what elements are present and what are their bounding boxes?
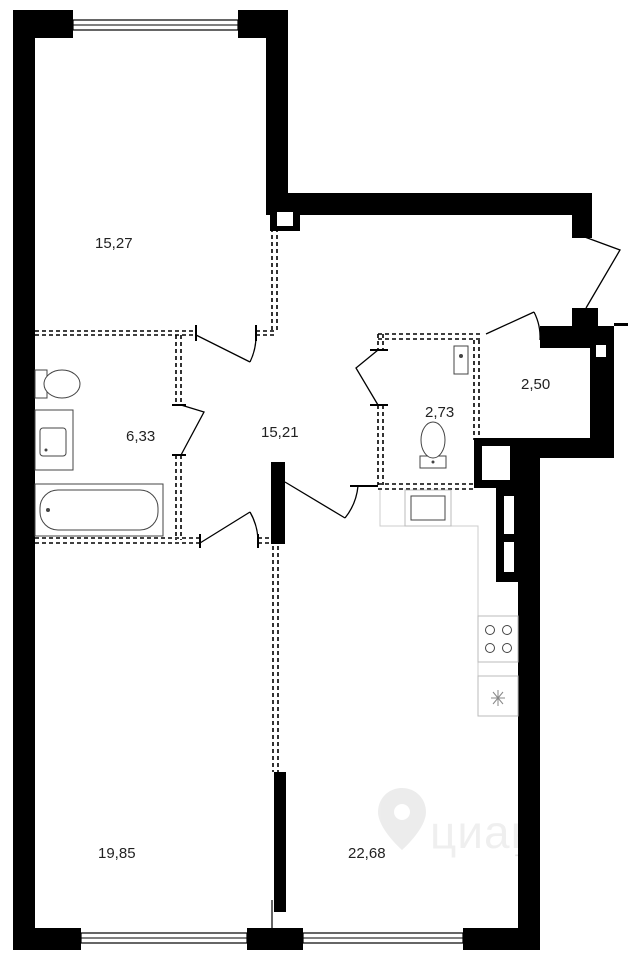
- wall-upper-right: [266, 193, 591, 215]
- door-entrance: [578, 235, 621, 309]
- wall-partition-lower: [274, 772, 286, 912]
- door-storage: [485, 311, 541, 341]
- wall-partition-upper: [271, 462, 285, 544]
- wall-bottom-middle: [247, 928, 303, 950]
- stove-icon: [477, 615, 519, 663]
- area-labels: 15,27 6,33 15,21 2,73 2,50 19,85 22,68: [95, 235, 550, 862]
- kitchen-counter: [379, 489, 518, 717]
- bathtub-icon: [34, 483, 164, 537]
- watermark: циан 78: [378, 788, 538, 875]
- area-label-bedroom-bottom: 19,85: [98, 845, 136, 862]
- wall-entrance-jamb: [572, 308, 598, 326]
- fixtures: [34, 345, 519, 717]
- wall-right: [518, 438, 540, 950]
- door-bathroom: [172, 404, 205, 456]
- wall-top-left-corner: [13, 10, 73, 38]
- area-label-toilet: 2,73: [425, 404, 454, 421]
- walls: [13, 10, 628, 950]
- door-toilet: [355, 349, 388, 406]
- sink-icon: [34, 409, 74, 471]
- wall-upper-right-post: [572, 193, 592, 238]
- watermark-pin-icon: [378, 788, 426, 850]
- area-label-kitchen-living: 22,68: [348, 845, 386, 862]
- area-label-bathroom: 6,33: [126, 428, 155, 445]
- fridge-icon: [477, 675, 519, 717]
- wall-left: [13, 10, 35, 950]
- door-bedroom-bottom: [199, 511, 259, 548]
- doors: [172, 235, 621, 548]
- door-bedroom-top: [195, 325, 257, 363]
- wall-bottom-left: [13, 928, 81, 950]
- area-label-storage: 2,50: [521, 376, 550, 393]
- area-label-bedroom-top: 15,27: [95, 235, 133, 252]
- wall-stub: [614, 323, 628, 326]
- partitions: [35, 228, 480, 772]
- wc-icon: [419, 421, 447, 469]
- toilet-icon: [34, 369, 81, 399]
- wall-bedroom-right: [266, 10, 288, 215]
- small-sink-icon: [453, 345, 469, 375]
- door-kitchen: [284, 481, 378, 519]
- wall-bottom-right: [463, 928, 540, 950]
- area-label-hallway: 15,21: [261, 424, 299, 441]
